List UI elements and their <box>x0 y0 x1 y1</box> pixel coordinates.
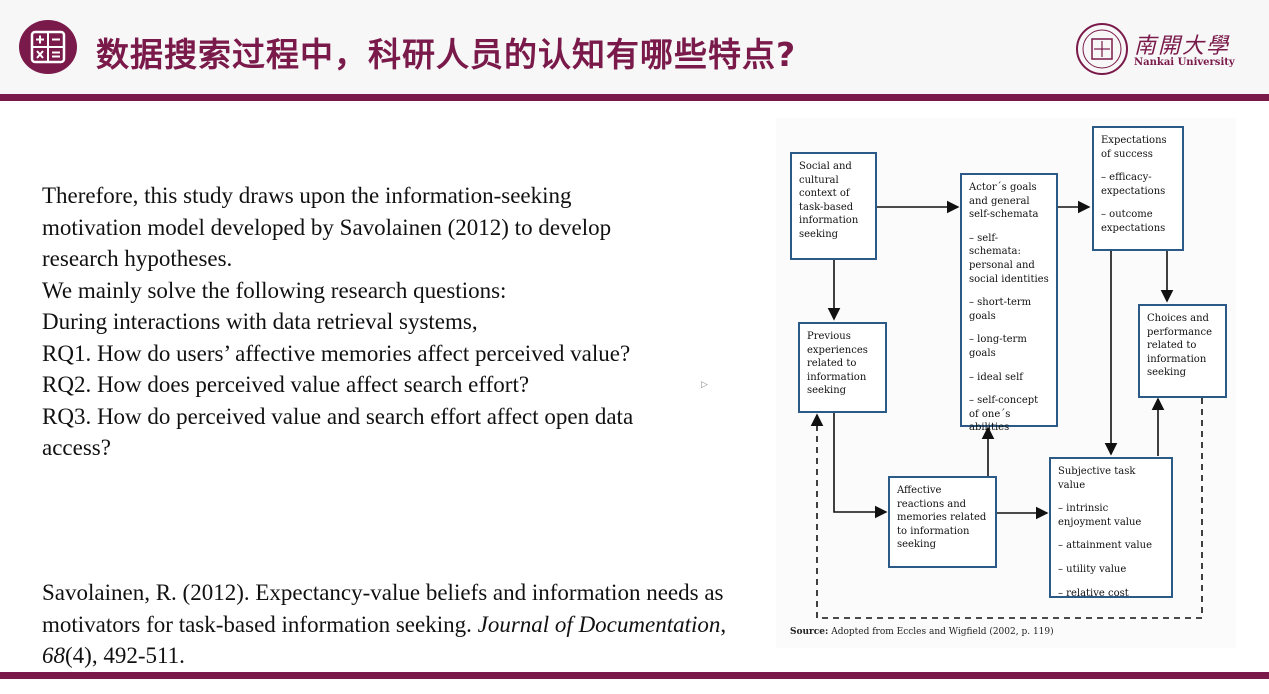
body-line: motivation model developed by Savolainen… <box>42 214 612 240</box>
actors-goals-item: – long-term goals <box>969 334 1027 359</box>
box-social-context-text: Social and cultural context of task-base… <box>799 161 859 240</box>
box-choices-performance: Choices and performance related to infor… <box>1138 304 1227 398</box>
header-divider <box>0 94 1269 101</box>
diagram-arrows <box>810 200 1203 619</box>
subjective-value-item: – attainment value <box>1058 540 1152 552</box>
diagram-source-text: Adopted from Eccles and Wigfield (2002, … <box>828 627 1054 637</box>
reference-authors: Savolainen, R. (2012). Expectancy-value … <box>42 580 724 637</box>
body-text: Therefore, this study draws upon the inf… <box>42 180 742 464</box>
reference-separator: , <box>720 611 727 637</box>
expectations-item: – outcome expectations <box>1101 209 1166 234</box>
diagram-source: Source: Adopted from Eccles and Wigfield… <box>790 627 1054 637</box>
actors-goals-item: – short-term goals <box>969 297 1032 322</box>
box-affective-reactions-text: Affective reactions and memories related… <box>897 485 987 551</box>
body-line: We mainly solve the following research q… <box>42 277 507 303</box>
university-name-en: Nankai University <box>1134 57 1235 68</box>
body-line: research hypotheses. <box>42 246 233 271</box>
body-line: RQ2. How does perceived value affect sea… <box>42 372 530 397</box>
box-previous-experiences: Previous experiences related to informat… <box>798 322 887 413</box>
footer-divider <box>0 672 1269 679</box>
actors-goals-item: – self-schemata: personal and social ide… <box>969 232 1049 285</box>
box-subjective-value: Subjective task value – intrinsic enjoym… <box>1049 457 1173 599</box>
box-affective-reactions: Affective reactions and memories related… <box>888 476 997 568</box>
diagram-source-label: Source: <box>790 627 829 637</box>
subjective-value-item: – utility value <box>1058 563 1127 575</box>
box-social-context: Social and cultural context of task-base… <box>790 152 877 260</box>
reference-citation: Savolainen, R. (2012). Expectancy-value … <box>42 577 742 672</box>
reference-pages: (4), 492-511. <box>65 643 185 668</box>
university-seal-icon <box>1076 23 1128 75</box>
body-line: Therefore, this study draws upon the inf… <box>42 183 572 208</box>
body-line: access? <box>42 435 111 460</box>
box-previous-experiences-text: Previous experiences related to informat… <box>807 331 868 397</box>
box-expectations: Expectations of success – efficacy-expec… <box>1092 126 1184 251</box>
slide-header: 数据搜索过程中，科研人员的认知有哪些特点? 南開大學 Nankai Univer… <box>0 0 1269 96</box>
actors-goals-item: – self-concept of one´s abilities <box>969 395 1039 434</box>
expectations-heading: Expectations of success <box>1101 135 1167 160</box>
university-name-cn: 南開大學 <box>1134 34 1231 59</box>
calculator-icon <box>19 20 77 74</box>
mouse-cursor-icon: ▷ <box>701 380 708 390</box>
box-actors-goals: Actor´s goals and general self-schemata … <box>960 173 1058 433</box>
motivation-model-diagram: Social and cultural context of task-base… <box>776 118 1236 648</box>
subjective-value-heading: Subjective task value <box>1058 466 1136 491</box>
expectations-item: – efficacy-expectations <box>1101 172 1166 197</box>
subjective-value-item: – relative cost <box>1058 587 1129 599</box>
body-line: RQ1. How do users’ affective memories af… <box>42 340 631 366</box>
reference-volume: 68 <box>42 643 65 668</box>
actors-goals-item: – ideal self <box>969 371 1023 383</box>
actors-goals-heading: Actor´s goals and general self-schemata <box>969 182 1039 221</box>
body-line: RQ3. How do perceived value and search e… <box>42 403 634 429</box>
page-title: 数据搜索过程中，科研人员的认知有哪些特点? <box>96 35 797 74</box>
reference-journal: Journal of Documentation <box>477 611 721 637</box>
body-line: During interactions with data retrieval … <box>42 309 478 334</box>
box-choices-performance-text: Choices and performance related to infor… <box>1147 313 1213 379</box>
subjective-value-item: – intrinsic enjoyment value <box>1058 503 1142 528</box>
